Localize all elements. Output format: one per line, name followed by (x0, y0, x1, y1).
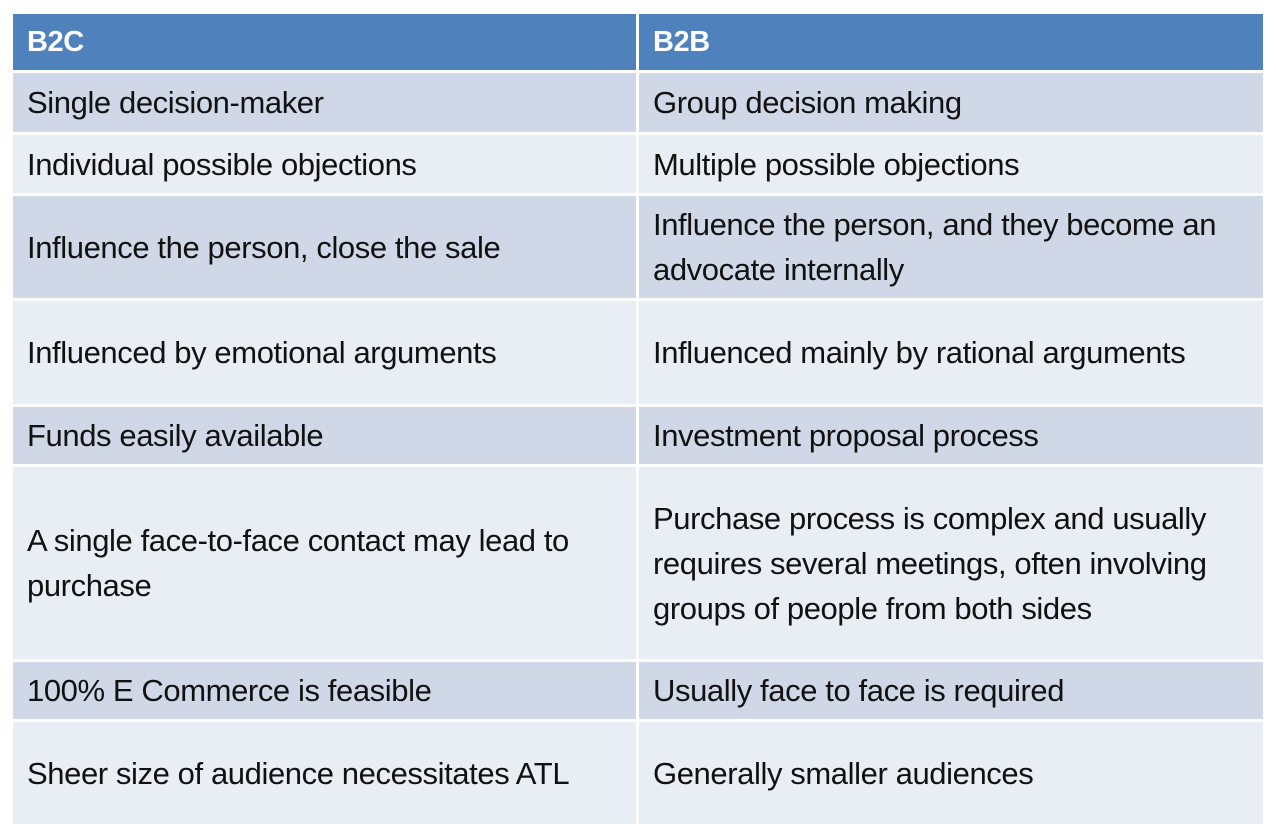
b2b-cell: Generally smaller audiences (639, 722, 1263, 824)
b2c-cell: 100% E Commerce is feasible (13, 662, 636, 719)
b2b-cell: Usually face to face is required (639, 662, 1263, 719)
b2b-cell: Influenced mainly by rational arguments (639, 301, 1263, 404)
b2c-cell: Single decision-maker (13, 73, 636, 132)
table-row: Funds easily available Investment propos… (13, 407, 1263, 464)
b2b-cell: Multiple possible objections (639, 135, 1263, 193)
header-b2c: B2C (13, 14, 636, 70)
header-b2b: B2B (639, 14, 1263, 70)
b2b-cell: Investment proposal process (639, 407, 1263, 464)
comparison-table: B2C B2B Single decision-maker Group deci… (13, 14, 1263, 827)
b2c-cell: Influenced by emotional arguments (13, 301, 636, 404)
b2c-cell: Influence the person, close the sale (13, 196, 636, 298)
b2b-cell: Purchase process is complex and usually … (639, 467, 1263, 659)
b2c-cell: Sheer size of audience necessitates ATL (13, 722, 636, 824)
table-row: Single decision-maker Group decision mak… (13, 73, 1263, 132)
table-row: A single face-to-face contact may lead t… (13, 467, 1263, 659)
b2c-cell: A single face-to-face contact may lead t… (13, 467, 636, 659)
table-row: 100% E Commerce is feasible Usually face… (13, 662, 1263, 719)
table-row: Influence the person, close the sale Inf… (13, 196, 1263, 298)
table-row: Influenced by emotional arguments Influe… (13, 301, 1263, 404)
b2c-cell: Individual possible objections (13, 135, 636, 193)
b2b-cell: Group decision making (639, 73, 1263, 132)
b2b-cell: Influence the person, and they become an… (639, 196, 1263, 298)
table-header-row: B2C B2B (13, 14, 1263, 70)
table-row: Sheer size of audience necessitates ATL … (13, 722, 1263, 824)
table-row: Individual possible objections Multiple … (13, 135, 1263, 193)
b2c-cell: Funds easily available (13, 407, 636, 464)
